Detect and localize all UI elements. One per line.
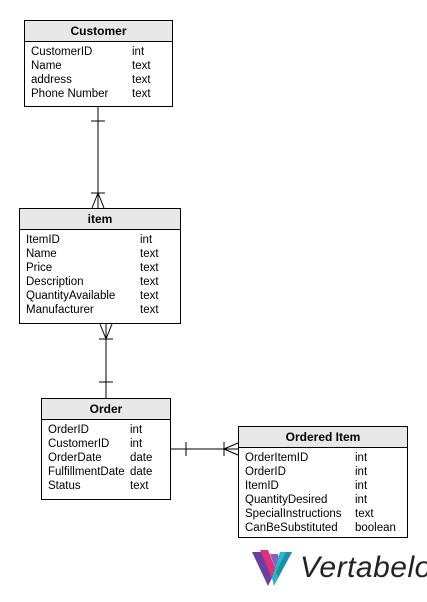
column-name: OrderID xyxy=(245,466,286,478)
column-row: ItemID int xyxy=(26,233,174,247)
column-type: text xyxy=(132,88,151,100)
column-row: OrderID int xyxy=(245,465,401,479)
column-row: CustomerID int xyxy=(31,45,166,59)
column-row: address text xyxy=(31,73,166,87)
column-row: OrderItemID int xyxy=(245,451,401,465)
entity-columns: CustomerID int Name text address text Phone… xyxy=(25,42,172,105)
column-type: text xyxy=(140,290,159,302)
column-row: FulfillmentDate date xyxy=(48,465,164,479)
vertabelo-brand-text: Vertabelo xyxy=(300,551,427,584)
column-name: OrderID xyxy=(48,424,89,436)
vertabelo-logo: Vertabelo xyxy=(250,548,427,588)
column-name: Status xyxy=(48,480,81,492)
entity-columns: ItemID int Name text Price text Description… xyxy=(20,230,180,321)
column-name: QuantityDesired xyxy=(245,494,328,506)
column-row: Phone Number text xyxy=(31,87,166,101)
column-name: ItemID xyxy=(245,480,279,492)
column-name: SpecialInstructions xyxy=(245,508,342,520)
column-name: FulfillmentDate xyxy=(48,466,125,478)
column-type: text xyxy=(140,262,159,274)
column-type: int xyxy=(355,466,368,478)
column-row: SpecialInstructions text xyxy=(245,507,401,521)
column-type: int xyxy=(132,46,145,58)
column-name: OrderDate xyxy=(48,452,102,464)
column-name: Phone Number xyxy=(31,88,109,100)
entity-item[interactable]: item ItemID int Name text Price text Descri… xyxy=(19,208,181,324)
column-name: Name xyxy=(26,248,57,260)
entity-title: Customer xyxy=(25,21,172,42)
column-row: QuantityAvailable text xyxy=(26,289,174,303)
entity-title: item xyxy=(20,209,180,230)
column-row: Description text xyxy=(26,275,174,289)
entity-title: Order xyxy=(42,399,170,420)
vertabelo-logo-icon xyxy=(252,550,292,586)
column-row: Status text xyxy=(48,479,164,493)
relationship-customer-item xyxy=(91,106,105,209)
column-name: CanBeSubstituted xyxy=(245,522,338,534)
column-row: QuantityDesired int xyxy=(245,493,401,507)
column-row: ItemID int xyxy=(245,479,401,493)
column-row: OrderDate date xyxy=(48,451,164,465)
column-row: Price text xyxy=(26,261,174,275)
column-type: int xyxy=(130,438,143,450)
entity-customer[interactable]: Customer CustomerID int Name text address t… xyxy=(24,20,173,107)
column-type: date xyxy=(130,466,153,478)
column-name: address xyxy=(31,74,72,86)
column-name: ItemID xyxy=(26,234,60,246)
column-type: int xyxy=(355,480,368,492)
relationship-item-order xyxy=(99,323,113,398)
column-type: text xyxy=(140,304,159,316)
column-row: Manufacturer text xyxy=(26,303,174,317)
entity-ordered-item[interactable]: Ordered Item OrderItemID int OrderID int I… xyxy=(238,426,408,538)
column-row: CustomerID int xyxy=(48,437,164,451)
column-name: Description xyxy=(26,276,84,288)
column-type: text xyxy=(132,60,151,72)
entity-title: Ordered Item xyxy=(239,427,407,448)
column-row: OrderID int xyxy=(48,423,164,437)
relationship-order-ordereditem xyxy=(170,442,239,456)
column-name: Price xyxy=(26,262,53,274)
column-type: text xyxy=(132,74,151,86)
column-type: date xyxy=(130,452,153,464)
entity-columns: OrderItemID int OrderID int ItemID int Quan… xyxy=(239,448,407,539)
column-type: text xyxy=(140,276,159,288)
column-row: Name text xyxy=(31,59,166,73)
column-type: text xyxy=(355,508,374,520)
column-name: QuantityAvailable xyxy=(26,290,116,302)
column-name: Name xyxy=(31,60,62,72)
column-type: int xyxy=(355,494,368,506)
column-name: OrderItemID xyxy=(245,452,309,464)
entity-order[interactable]: Order OrderID int CustomerID int OrderDate… xyxy=(41,398,171,500)
column-type: boolean xyxy=(355,522,396,534)
column-type: int xyxy=(140,234,153,246)
column-row: CanBeSubstituted boolean xyxy=(245,521,401,535)
column-type: text xyxy=(140,248,159,260)
column-name: Manufacturer xyxy=(26,304,94,316)
column-type: text xyxy=(130,480,149,492)
column-name: CustomerID xyxy=(48,438,110,450)
column-row: Name text xyxy=(26,247,174,261)
column-type: int xyxy=(355,452,368,464)
column-name: CustomerID xyxy=(31,46,93,58)
entity-columns: OrderID int CustomerID int OrderDate date F… xyxy=(42,420,170,497)
column-type: int xyxy=(130,424,143,436)
